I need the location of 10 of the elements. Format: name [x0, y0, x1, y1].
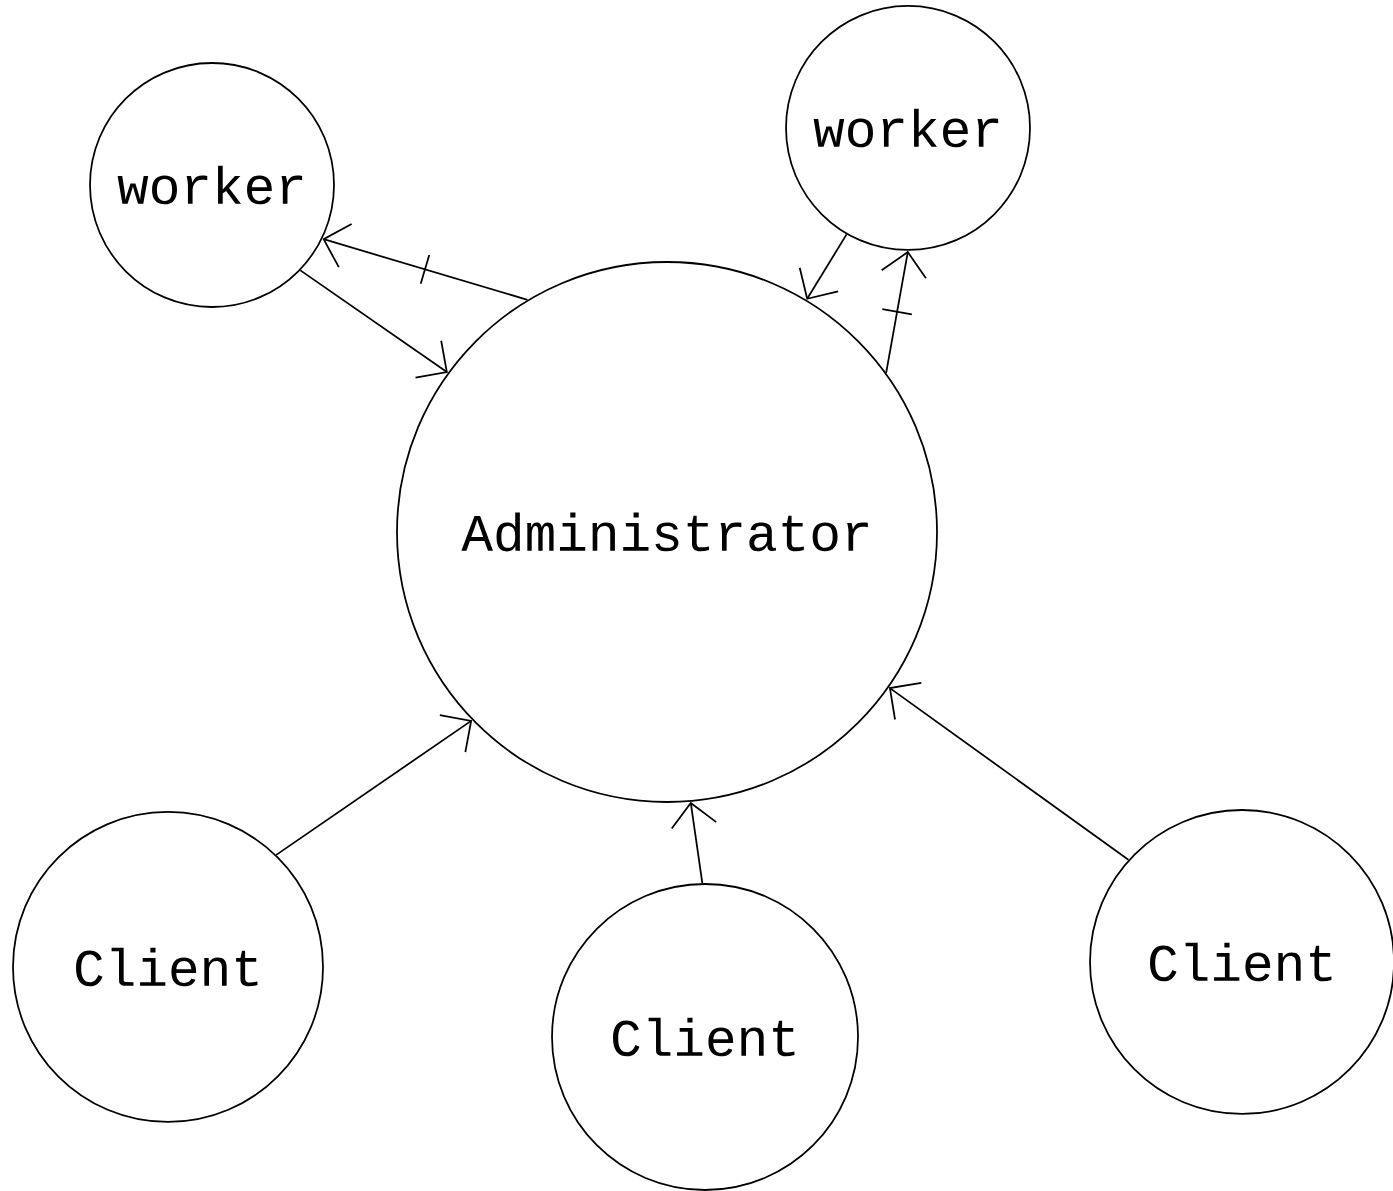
circle-node: worker — [89, 62, 335, 308]
circle-node: Client — [12, 811, 324, 1123]
circle-node: worker — [785, 5, 1031, 251]
arrow — [880, 250, 927, 374]
arrow — [322, 223, 529, 301]
arrow — [299, 269, 448, 379]
arrow — [275, 714, 473, 856]
circle-node: Administrator — [396, 261, 938, 803]
arrow — [888, 682, 1130, 861]
circle-node: Client — [551, 883, 859, 1191]
